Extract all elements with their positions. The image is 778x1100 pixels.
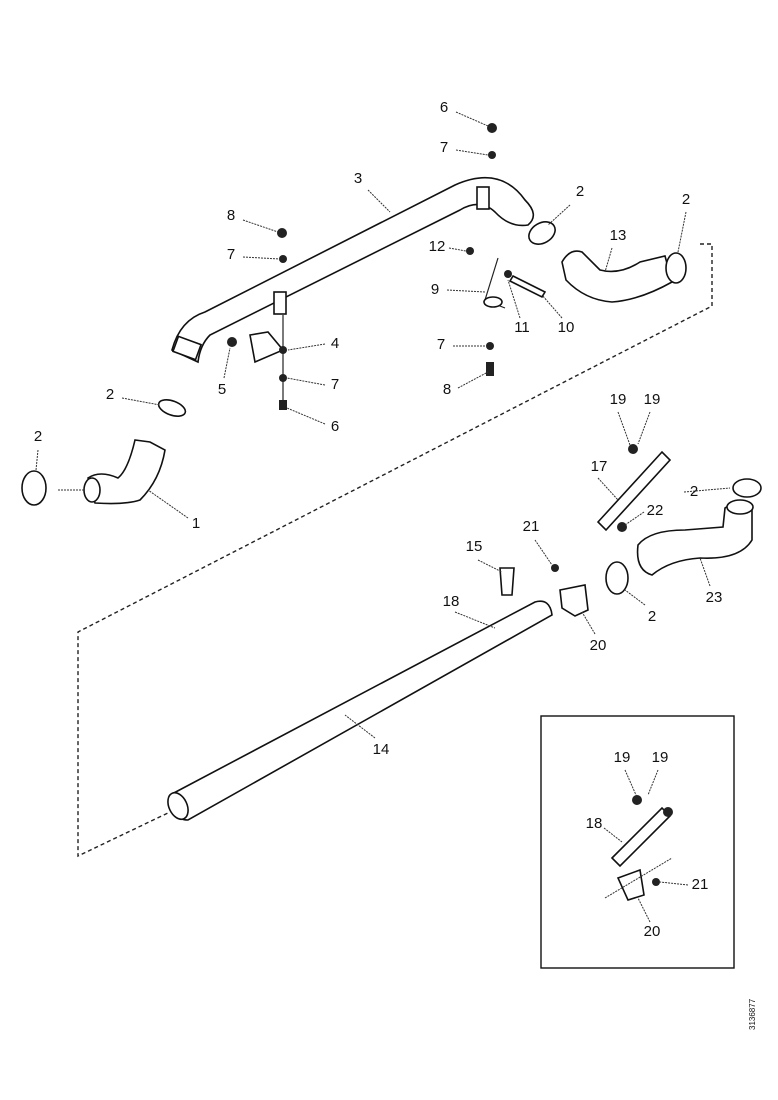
part-3-pipe	[171, 177, 535, 364]
label: 2	[682, 191, 690, 208]
label: 23	[706, 589, 723, 606]
inset-label: 19	[614, 749, 631, 766]
label: 21	[523, 518, 540, 535]
part-2-clamp	[157, 399, 187, 417]
label: 7	[437, 336, 445, 353]
label: 13	[610, 227, 627, 244]
detail-inset	[540, 715, 735, 969]
part-14-pipe	[167, 600, 553, 821]
document-id: 3136877	[748, 998, 757, 1030]
part-13-hose	[561, 250, 673, 303]
part-1-hose	[87, 439, 166, 505]
label: 10	[558, 319, 575, 336]
label: 18	[443, 593, 460, 610]
label: 5	[218, 381, 226, 398]
label: 19	[644, 391, 661, 408]
part-2-clamp	[528, 221, 556, 245]
label: 19	[610, 391, 627, 408]
callout-labels: 6 7 3 8 7 2 13 2 12 9 11 10 4 5 7 8 7 6 …	[34, 99, 723, 940]
label: 3	[354, 170, 362, 187]
label: 14	[373, 741, 390, 758]
part-17-strap	[596, 450, 672, 532]
label: 20	[590, 637, 607, 654]
part-2-clamp	[665, 252, 687, 284]
inset-label: 19	[652, 749, 669, 766]
routing-dashed-line	[77, 243, 713, 858]
label: 17	[591, 458, 608, 475]
label: 6	[331, 418, 339, 435]
inset-label: 21	[692, 876, 709, 893]
part-4-bracket	[227, 315, 287, 410]
label: 2	[106, 386, 114, 403]
label: 7	[440, 139, 448, 156]
label: 22	[647, 502, 664, 519]
part-2-clamp	[21, 470, 47, 506]
label: 7	[227, 246, 235, 263]
label: 15	[466, 538, 483, 555]
inset-label: 20	[644, 923, 661, 940]
part-15-sensor	[499, 567, 515, 596]
label: 2	[690, 483, 698, 500]
label: 11	[514, 319, 530, 336]
label: 8	[443, 381, 451, 398]
leader-lines	[35, 111, 731, 739]
label: 7	[331, 376, 339, 393]
label: 2	[34, 428, 42, 445]
part-2-clamp	[605, 561, 629, 595]
label: 12	[429, 238, 446, 255]
label: 2	[648, 608, 656, 625]
label: 4	[331, 335, 339, 352]
label: 1	[192, 515, 200, 532]
part-2-clamp	[732, 478, 762, 498]
part-20-bracket	[559, 584, 589, 617]
label: 6	[440, 99, 448, 116]
part-23-hose	[636, 503, 753, 576]
part-9-bracket	[466, 247, 547, 309]
label: 2	[576, 183, 584, 200]
label: 9	[431, 281, 439, 298]
label: 8	[227, 207, 235, 224]
inset-label: 18	[586, 815, 603, 832]
